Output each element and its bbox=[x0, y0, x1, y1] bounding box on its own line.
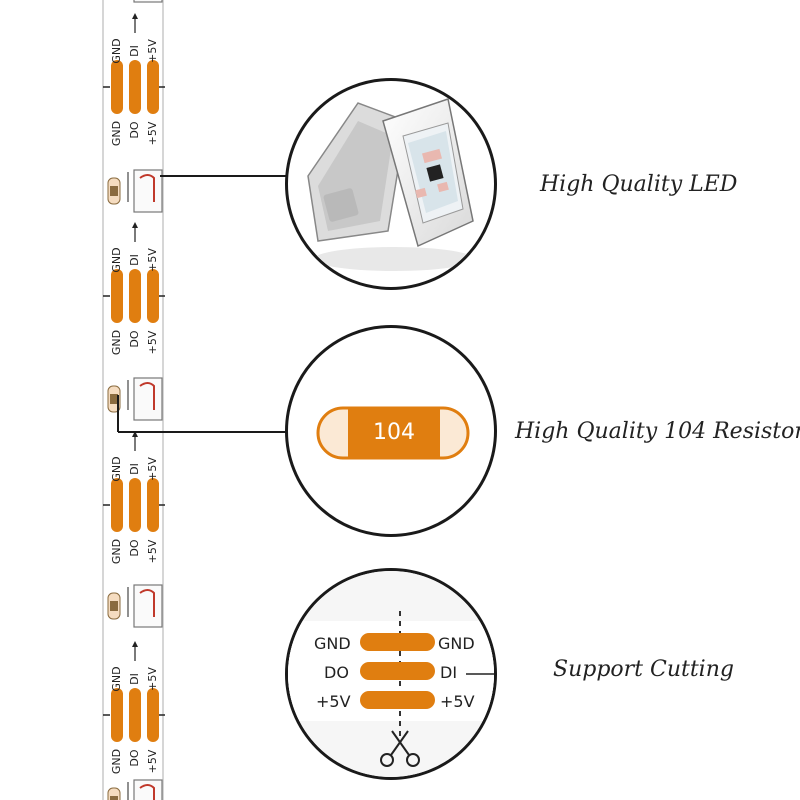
di-arrow-head bbox=[132, 222, 138, 228]
led-wire bbox=[139, 174, 155, 202]
cut-label-right-gnd: GND bbox=[438, 634, 475, 653]
pad-label-top: +5V bbox=[146, 39, 159, 63]
led-closeup-bubble bbox=[285, 78, 497, 290]
pad-label-bottom: DO bbox=[128, 749, 141, 766]
pad-label-bottom: GND bbox=[110, 330, 123, 355]
pad-label-bottom: DO bbox=[128, 539, 141, 556]
pad-label-bottom: +5V bbox=[146, 330, 159, 354]
solder-pad bbox=[129, 688, 141, 742]
solder-pad bbox=[111, 269, 123, 323]
cutting-caption: Support Cutting bbox=[553, 657, 734, 682]
cut-label-right-di: DI bbox=[440, 663, 458, 682]
resistor-closeup-bubble: 104 bbox=[285, 325, 497, 537]
pad-label-top: DI bbox=[128, 45, 141, 57]
pad-label-top: DI bbox=[128, 673, 141, 685]
resistor-body bbox=[110, 796, 118, 800]
resistor-caption: High Quality 104 Resistor bbox=[515, 419, 800, 444]
pad-label-bottom: GND bbox=[110, 539, 123, 564]
solder-pad bbox=[129, 60, 141, 114]
led-wire bbox=[139, 589, 155, 617]
resistor-body bbox=[110, 394, 118, 404]
solder-pad bbox=[129, 478, 141, 532]
pad-label-bottom: GND bbox=[110, 749, 123, 774]
resistor-body bbox=[110, 601, 118, 611]
solder-pad bbox=[147, 60, 159, 114]
resistor-callout-line bbox=[118, 431, 290, 433]
pad-label-top: GND bbox=[110, 247, 123, 272]
pad-label-top: GND bbox=[110, 38, 123, 63]
di-arrow-head bbox=[132, 431, 138, 437]
led-chip-illustration bbox=[307, 98, 474, 271]
di-arrow-head bbox=[132, 641, 138, 647]
led-chip bbox=[133, 169, 163, 213]
pad-label-bottom: DO bbox=[128, 121, 141, 138]
resistor-body bbox=[110, 186, 118, 196]
led-chip bbox=[133, 0, 163, 3]
led-wire bbox=[139, 382, 155, 410]
pad-label-top: GND bbox=[110, 666, 123, 691]
pad-label-top: +5V bbox=[146, 248, 159, 272]
pad-label-top: DI bbox=[128, 463, 141, 475]
led-chip bbox=[133, 584, 163, 628]
cut-label-left-gnd: GND bbox=[314, 634, 351, 653]
led-chip bbox=[133, 377, 163, 421]
scissors-icon bbox=[380, 730, 420, 767]
pad-label-bottom: +5V bbox=[146, 749, 159, 773]
solder-pad bbox=[111, 478, 123, 532]
solder-pad bbox=[147, 269, 159, 323]
pad-label-bottom: GND bbox=[110, 121, 123, 146]
resistor-callout-line-vertical bbox=[117, 395, 119, 432]
pad-label-top: GND bbox=[110, 456, 123, 481]
pad-label-top: DI bbox=[128, 254, 141, 266]
pad-label-bottom: +5V bbox=[146, 121, 159, 145]
led-callout-line bbox=[160, 175, 290, 177]
led-wire bbox=[139, 784, 155, 800]
solder-pad bbox=[129, 269, 141, 323]
solder-pad bbox=[147, 688, 159, 742]
pad-label-bottom: DO bbox=[128, 330, 141, 347]
solder-pad bbox=[111, 688, 123, 742]
resistor-code: 104 bbox=[373, 420, 415, 445]
resistor-illustration bbox=[316, 406, 470, 460]
cut-label-right-5v: +5V bbox=[440, 692, 475, 711]
cut-label-left-do: DO bbox=[324, 663, 349, 682]
cut-pads-illustration bbox=[288, 571, 494, 777]
pad-label-top: +5V bbox=[146, 457, 159, 481]
led-chip bbox=[133, 779, 163, 800]
cutting-closeup-bubble: GND DO +5V GND DI +5V bbox=[285, 568, 497, 780]
di-arrow-head bbox=[132, 13, 138, 19]
led-caption: High Quality LED bbox=[540, 172, 738, 197]
pad-label-top: +5V bbox=[146, 667, 159, 691]
solder-pad bbox=[147, 478, 159, 532]
pad-label-bottom: +5V bbox=[146, 539, 159, 563]
cut-label-left-5v: +5V bbox=[316, 692, 351, 711]
solder-pad bbox=[111, 60, 123, 114]
